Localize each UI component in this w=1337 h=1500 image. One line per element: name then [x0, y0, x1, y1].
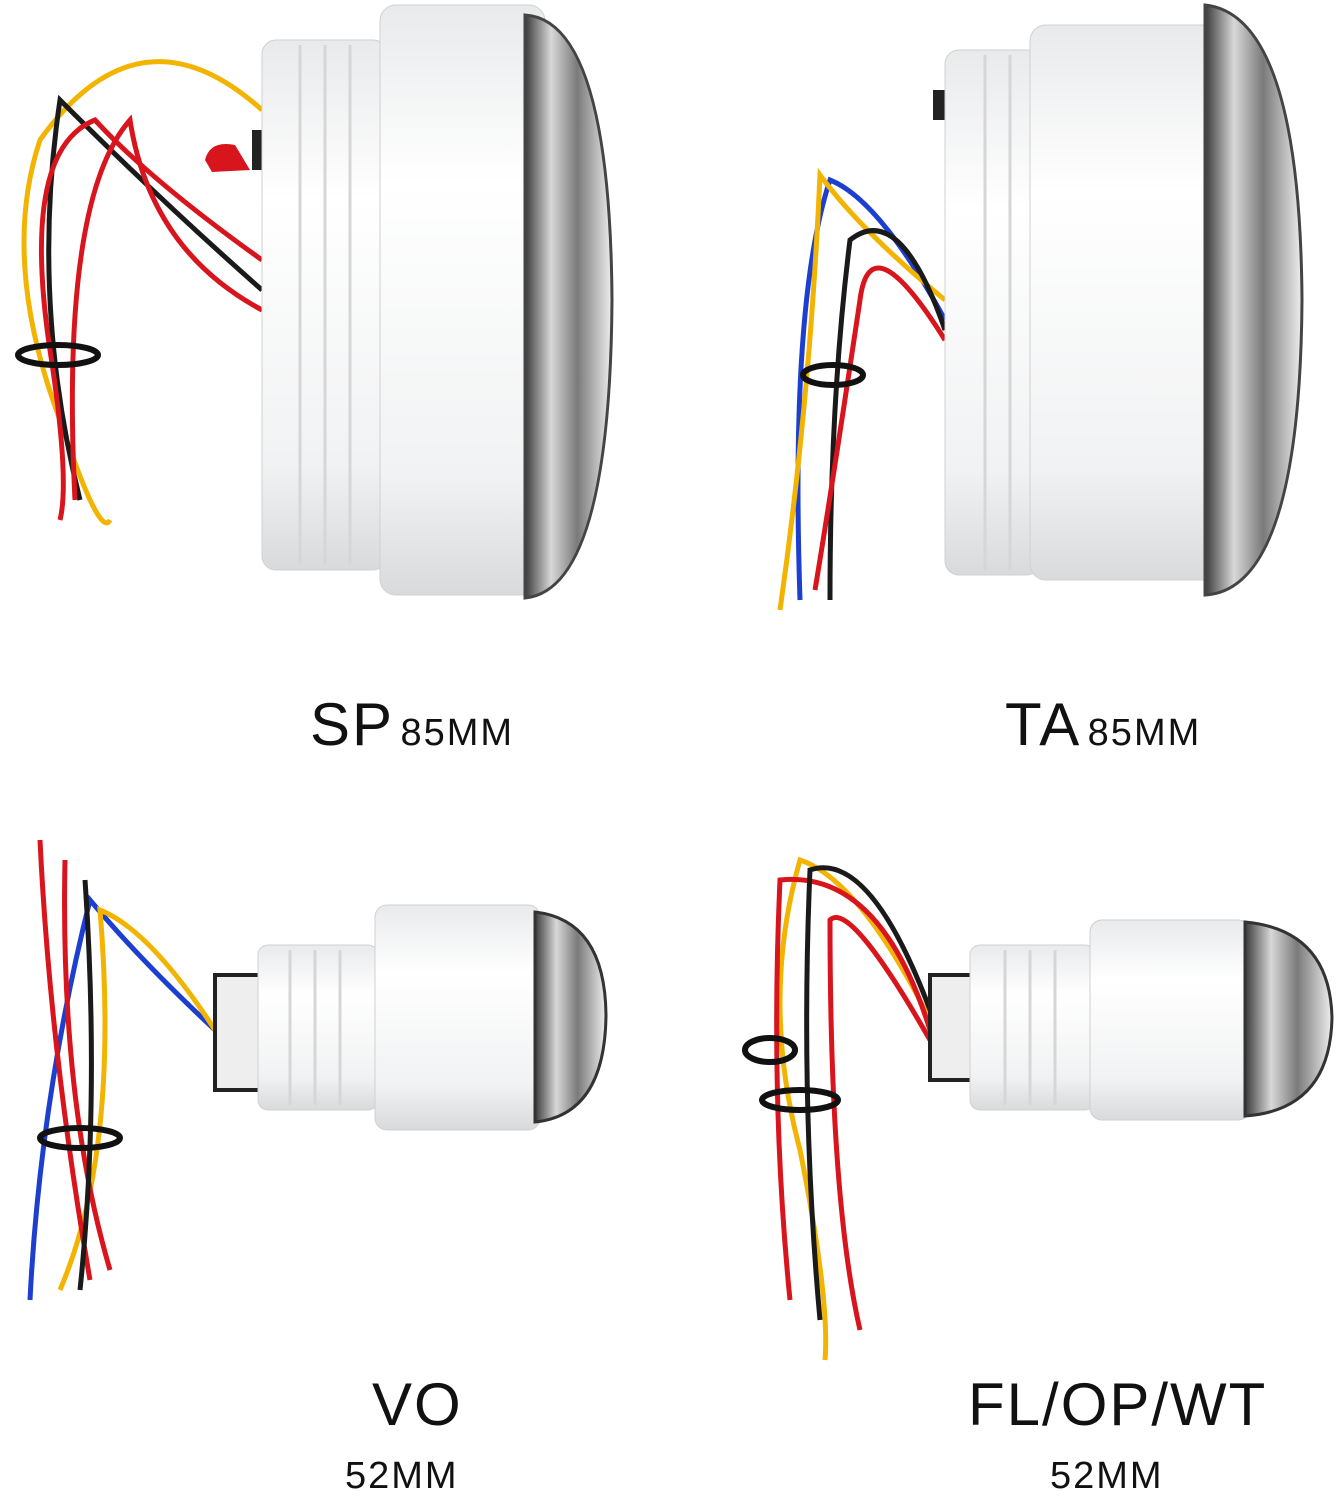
product-size: 85MM: [400, 712, 515, 754]
product-code: TA: [1005, 691, 1082, 758]
label-fl-op-wt-code: FL/OP/WT: [968, 1371, 1268, 1438]
gauge-ta: [777, 3, 1304, 611]
red-cap-icon: [205, 144, 250, 172]
product-code: SP: [310, 691, 395, 758]
label-vo-size: 52MM: [345, 1455, 459, 1497]
gauge-vo: [27, 839, 608, 1301]
label-fl-op-wt-size: 52MM: [1050, 1455, 1164, 1497]
gauge-sp: [15, 4, 614, 600]
product-size: 85MM: [1087, 712, 1202, 754]
label-sp: SP 85MM: [310, 690, 514, 759]
label-ta: TA 85MM: [1005, 690, 1201, 759]
label-vo-code: VO: [372, 1371, 463, 1438]
gauge-fl-op-wt: [742, 856, 1334, 1361]
